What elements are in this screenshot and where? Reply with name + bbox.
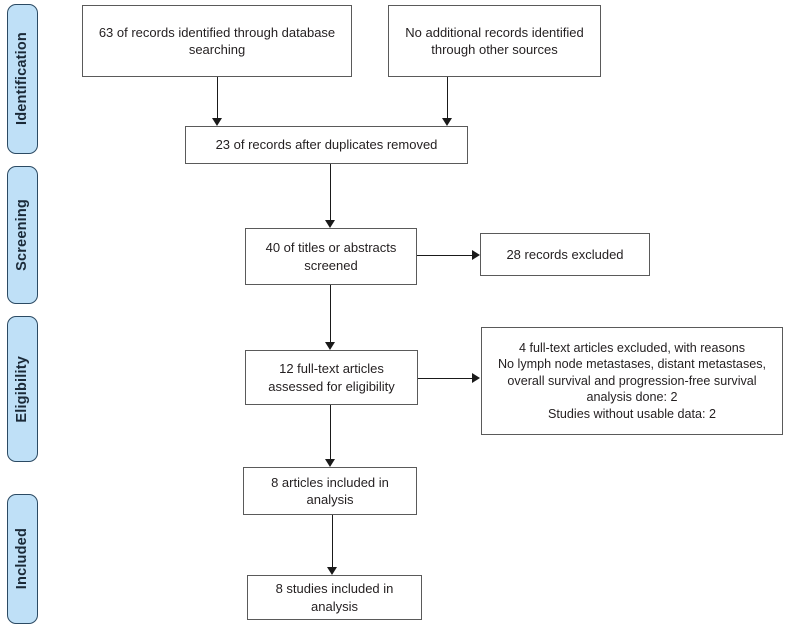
stage-tab-eligibility-label: Eligibility — [14, 355, 31, 423]
box-articles-included: 8 articles included in analysis — [243, 467, 417, 515]
arrowhead-other-sources-to-duplicates — [442, 118, 452, 126]
connector-screened-to-fulltext — [330, 285, 331, 342]
stage-tab-included-label: Included — [14, 528, 31, 590]
stage-tab-eligibility: Eligibility — [7, 316, 38, 462]
arrowhead-database-to-duplicates — [212, 118, 222, 126]
box-fulltext-excluded-reasons-text: 4 full-text articles excluded, with reas… — [497, 341, 767, 421]
connector-database-to-duplicates — [217, 77, 218, 118]
arrowhead-articles-to-studies-included — [327, 567, 337, 575]
box-duplicates-removed: 23 of records after duplicates removed — [185, 126, 468, 164]
box-duplicates-removed-text: 23 of records after duplicates removed — [215, 137, 438, 153]
box-fulltext-excluded-reasons: 4 full-text articles excluded, with reas… — [481, 327, 783, 435]
connector-other-sources-to-duplicates — [447, 77, 448, 118]
arrowhead-screened-to-fulltext — [325, 342, 335, 350]
box-fulltext-assessed-text: 12 full-text articles assessed for eligi… — [268, 361, 395, 394]
box-studies-included-text: 8 studies included in analysis — [275, 581, 394, 614]
stage-tab-identification-label: Identification — [14, 32, 31, 126]
box-articles-included-text: 8 articles included in analysis — [271, 474, 389, 507]
box-database-search: 63 of records identified through databas… — [82, 5, 352, 77]
box-database-search-text: 63 of records identified through databas… — [98, 24, 336, 57]
stage-tab-identification: Identification — [7, 4, 38, 154]
box-fulltext-assessed: 12 full-text articles assessed for eligi… — [245, 350, 418, 405]
box-other-sources: No additional records identified through… — [388, 5, 601, 77]
connector-articles-to-studies-included — [332, 515, 333, 567]
connector-fulltext-to-excluded-reasons — [418, 378, 474, 379]
box-studies-included: 8 studies included in analysis — [247, 575, 422, 620]
arrowhead-fulltext-to-articles-included — [325, 459, 335, 467]
box-titles-abstracts-screened: 40 of titles or abstracts screened — [245, 228, 417, 285]
connector-screened-to-excluded — [417, 255, 474, 256]
arrowhead-fulltext-to-excluded-reasons — [472, 373, 480, 383]
connector-fulltext-to-articles-included — [330, 405, 331, 459]
arrowhead-duplicates-to-screened — [325, 220, 335, 228]
arrowhead-screened-to-excluded — [472, 250, 480, 260]
stage-tab-screening: Screening — [7, 166, 38, 304]
stage-tab-screening-label: Screening — [14, 199, 31, 271]
stage-tab-included: Included — [7, 494, 38, 624]
connector-duplicates-to-screened — [330, 164, 331, 220]
box-records-excluded-text: 28 records excluded — [506, 246, 624, 262]
box-records-excluded: 28 records excluded — [480, 233, 650, 276]
box-titles-abstracts-screened-text: 40 of titles or abstracts screened — [265, 240, 397, 273]
box-other-sources-text: No additional records identified through… — [405, 24, 584, 57]
